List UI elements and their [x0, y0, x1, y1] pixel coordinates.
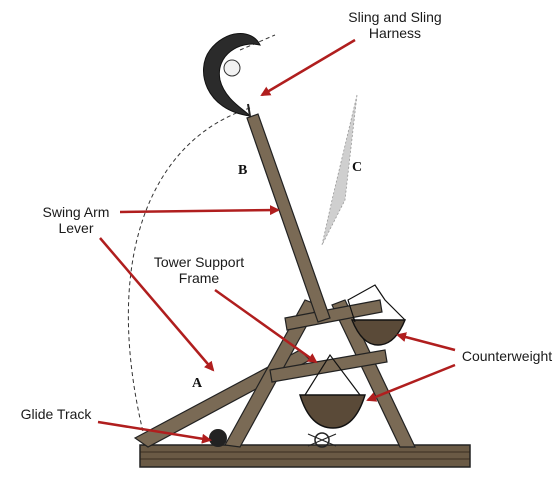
arrow-sling [262, 40, 355, 95]
label-sling-harness: Sling and Sling Harness [335, 9, 455, 41]
point-letter-c: C [352, 160, 362, 176]
point-letter-b: B [238, 163, 247, 179]
projectile-ball [209, 429, 227, 447]
arrow-counterweight-upper [398, 335, 455, 350]
swing-arm [247, 114, 330, 322]
ground-base [140, 445, 470, 467]
label-tower-support-frame: Tower Support Frame [138, 254, 260, 286]
arrow-swing-arm-upper [120, 210, 278, 212]
counterweight-lower [300, 395, 365, 428]
sling-stone [224, 60, 240, 76]
label-glide-track: Glide Track [6, 406, 106, 422]
point-letter-a: A [192, 376, 202, 392]
label-swing-arm-lever: Swing Arm Lever [26, 204, 126, 236]
label-counterweight: Counterweight [452, 348, 560, 364]
